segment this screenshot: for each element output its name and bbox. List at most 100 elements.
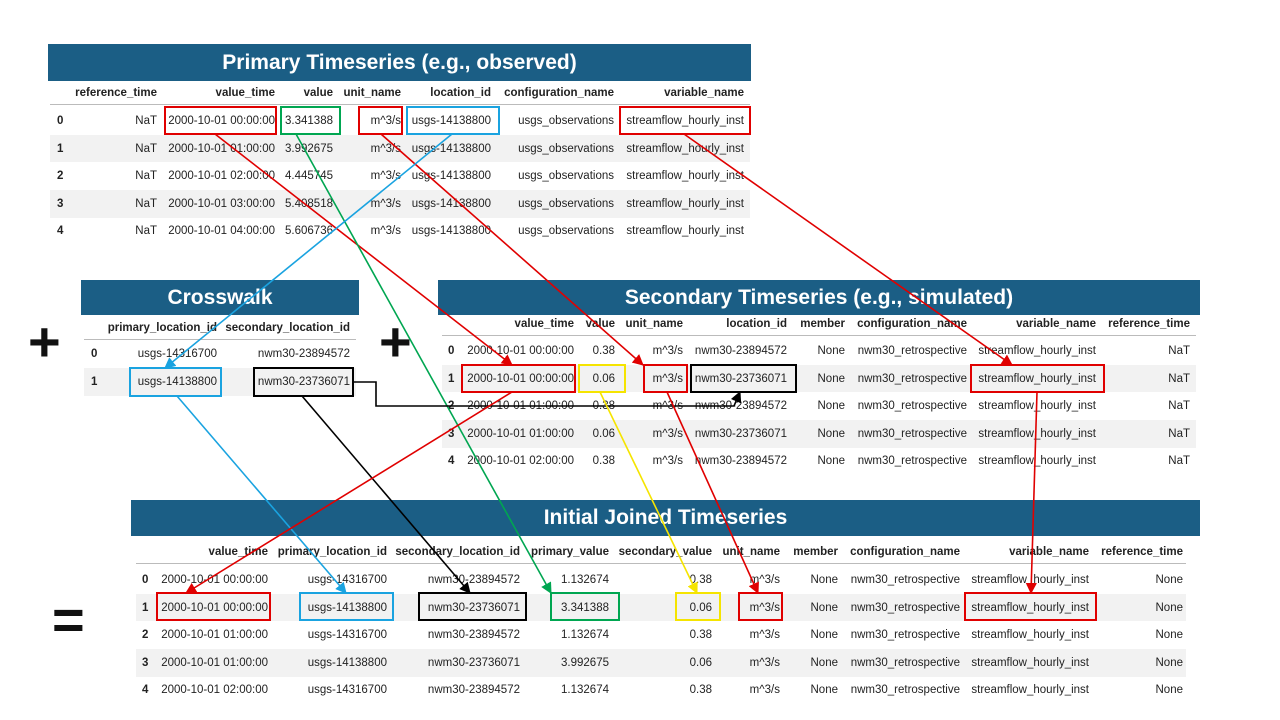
secondary-cell-unit-name: m^3/s xyxy=(652,372,683,385)
joined-row-index: 2 xyxy=(142,629,149,642)
joined-cell-primary-location-id: usgs-14316700 xyxy=(307,629,387,642)
secondary-cell-configuration-name: nwm30_retrospective xyxy=(857,455,967,468)
joined-cell-secondary-value: 0.06 xyxy=(689,656,712,669)
joined-cell-unit-name: m^3/s xyxy=(749,601,780,614)
joined-cell-member: None xyxy=(810,684,839,697)
primary-cell-configuration-name: usgs_observations xyxy=(518,170,614,183)
crosswalk-secondary-id-highlight xyxy=(253,367,354,397)
primary-row-index: 0 xyxy=(57,115,64,127)
primary-cell-location-id: usgs-14138800 xyxy=(411,115,491,127)
joined-secondary-id-highlight xyxy=(418,592,527,621)
secondary-cell-value: 0.38 xyxy=(592,345,615,357)
joined-header-variable-name: variable_name xyxy=(1009,546,1089,558)
secondary-cell-value-time: 2000-10-01 01:00:00 xyxy=(467,427,574,440)
secondary-row-index: 3 xyxy=(448,427,455,440)
joined-cell-secondary-value: 0.06 xyxy=(689,601,712,614)
arrow-primary-variable-to-secondary xyxy=(683,133,1013,366)
joined-row-index: 4 xyxy=(142,684,149,697)
arrow-secondary-variable-to-joined xyxy=(1025,391,1038,595)
joined-cell-value-time: 2000-10-01 00:00:00 xyxy=(161,601,268,614)
secondary-cell-value-time: 2000-10-01 02:00:00 xyxy=(467,455,574,468)
joined-cell-reference-time: None xyxy=(1155,629,1184,642)
primary-header-configuration-name: configuration_name xyxy=(504,87,614,99)
primary-row-index: 1 xyxy=(57,142,64,155)
secondary-cell-variable-name: streamflow_hourly_inst xyxy=(978,372,1096,385)
joined-cell-primary-location-id: usgs-14316700 xyxy=(307,574,387,586)
secondary-table-row xyxy=(442,364,1196,393)
secondary-row-index: 4 xyxy=(448,455,455,468)
primary-cell-unit-name: m^3/s xyxy=(370,115,401,127)
primary-header-divider xyxy=(50,104,750,105)
primary-cell-configuration-name: usgs_observations xyxy=(518,142,614,155)
joined-cell-value-time: 2000-10-01 01:00:00 xyxy=(161,629,268,642)
joined-header-reference-time: reference_time xyxy=(1101,546,1183,558)
arrow-crosswalk-secondary-to-joined xyxy=(301,395,471,594)
primary-cell-configuration-name: usgs_observations xyxy=(518,115,614,127)
joined-cell-primary-value: 1.132674 xyxy=(561,629,609,642)
joined-cell-variable-name: streamflow_hourly_inst xyxy=(971,684,1089,697)
joined-header-member: member xyxy=(793,546,838,558)
crosswalk-row-index: 1 xyxy=(91,376,98,388)
joined-primary-value-highlight xyxy=(550,592,620,621)
secondary-cell-configuration-name: nwm30_retrospective xyxy=(857,345,967,357)
primary-cell-variable-name: streamflow_hourly_inst xyxy=(626,170,744,183)
secondary-cell-variable-name: streamflow_hourly_inst xyxy=(978,455,1096,468)
joined-table-row xyxy=(136,649,1186,677)
secondary-header-location-id: location_id xyxy=(726,318,787,330)
secondary-header-value-time: value_time xyxy=(514,318,574,330)
joined-cell-secondary-value: 0.38 xyxy=(689,684,712,697)
secondary-value-time-highlight xyxy=(461,364,576,393)
joined-cell-member: None xyxy=(810,574,839,586)
secondary-header-variable-name: variable_name xyxy=(1016,318,1096,330)
primary-cell-value: 5.408518 xyxy=(285,197,333,210)
secondary-cell-value: 0.06 xyxy=(592,427,615,440)
primary-header-unit-name: unit_name xyxy=(343,87,401,99)
primary-cell-unit-name: m^3/s xyxy=(370,225,401,238)
primary-cell-value-time: 2000-10-01 01:00:00 xyxy=(168,142,275,155)
arrow-secondary-time-to-joined xyxy=(185,391,513,594)
primary-cell-value: 3.992675 xyxy=(285,142,333,155)
joined-cell-reference-time: None xyxy=(1155,601,1184,614)
primary-title-banner: Primary Timeseries (e.g., observed) xyxy=(48,44,751,81)
secondary-cell-variable-name: streamflow_hourly_inst xyxy=(978,345,1096,357)
joined-cell-member: None xyxy=(810,601,839,614)
secondary-value-highlight xyxy=(578,364,626,393)
secondary-cell-configuration-name: nwm30_retrospective xyxy=(857,400,967,413)
secondary-cell-member: None xyxy=(817,400,846,413)
joined-row-index: 1 xyxy=(142,601,149,614)
primary-cell-value-time: 2000-10-01 03:00:00 xyxy=(168,197,275,210)
primary-table-row xyxy=(50,190,750,218)
crosswalk-cell-secondary-location-id: nwm30-23736071 xyxy=(257,376,350,388)
joined-cell-variable-name: streamflow_hourly_inst xyxy=(971,574,1089,586)
joined-cell-value-time: 2000-10-01 02:00:00 xyxy=(161,684,268,697)
primary-table-row xyxy=(50,134,750,163)
joined-secondary-value-highlight xyxy=(675,592,721,621)
primary-header-location-id: location_id xyxy=(430,87,491,99)
primary-cell-value: 3.341388 xyxy=(285,115,333,127)
arrow-primary-time-to-secondary xyxy=(214,133,513,366)
secondary-table-row xyxy=(442,420,1196,448)
secondary-header-reference-time: reference_time xyxy=(1108,318,1190,330)
joined-row-index: 0 xyxy=(142,574,149,586)
joined-cell-primary-location-id: usgs-14138800 xyxy=(307,656,387,669)
joined-variable-highlight xyxy=(964,592,1097,621)
secondary-cell-reference-time: NaT xyxy=(1168,345,1190,357)
primary-row-index: 2 xyxy=(57,170,64,183)
joined-cell-member: None xyxy=(810,656,839,669)
arrow-primary-location-to-crosswalk xyxy=(164,133,453,369)
secondary-cell-location-id: nwm30-23736071 xyxy=(694,427,787,440)
joined-cell-configuration-name: nwm30_retrospective xyxy=(850,629,960,642)
primary-cell-reference-time: NaT xyxy=(135,170,157,183)
joined-cell-primary-value: 3.341388 xyxy=(561,601,609,614)
primary-cell-configuration-name: usgs_observations xyxy=(518,225,614,238)
secondary-cell-unit-name: m^3/s xyxy=(652,455,683,468)
joined-cell-reference-time: None xyxy=(1155,656,1184,669)
secondary-cell-value-time: 2000-10-01 00:00:00 xyxy=(467,345,574,357)
secondary-cell-configuration-name: nwm30_retrospective xyxy=(857,427,967,440)
primary-header-value: value xyxy=(303,87,333,99)
primary-cell-value-time: 2000-10-01 00:00:00 xyxy=(168,115,275,127)
joined-cell-unit-name: m^3/s xyxy=(749,684,780,697)
joined-cell-primary-value: 1.132674 xyxy=(561,574,609,586)
equals-operator: = xyxy=(52,588,85,651)
primary-cell-location-id: usgs-14138800 xyxy=(411,197,491,210)
